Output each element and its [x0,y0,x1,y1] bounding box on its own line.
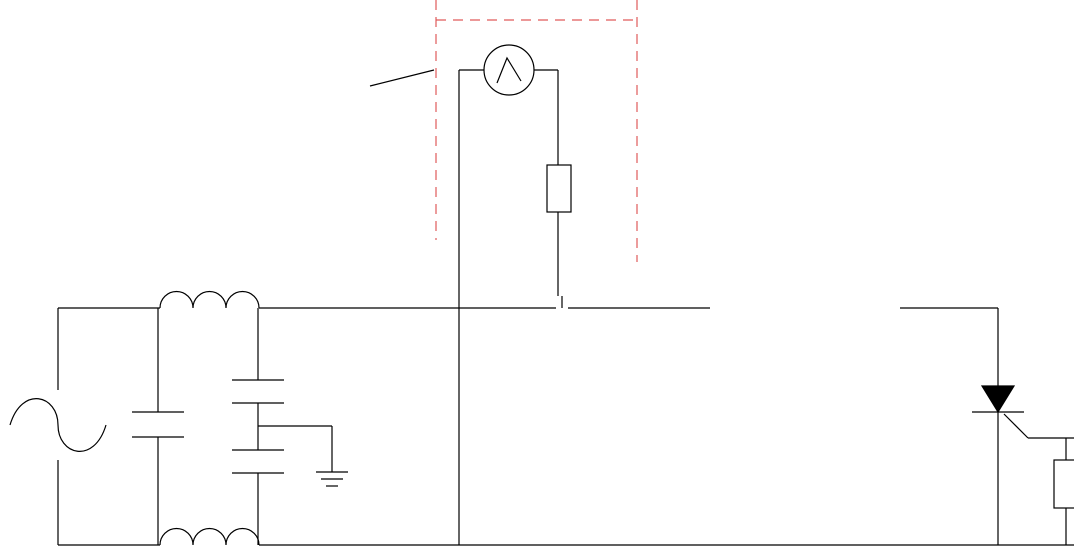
ground-icon [258,425,348,487]
pointer-line [369,69,435,87]
signal-source-icon [483,44,535,96]
inductor-top-icon [159,290,260,309]
inductor-bottom-icon [159,527,260,546]
dashed-boundary [435,0,638,262]
ac-source-branch [9,308,107,545]
load-resistor-icon [1053,438,1074,545]
source-loop [458,69,563,545]
resistor-icon [546,164,572,213]
thyristor-icon [972,308,1074,545]
capacitor-left [132,308,184,545]
ac-source-icon [9,398,107,452]
